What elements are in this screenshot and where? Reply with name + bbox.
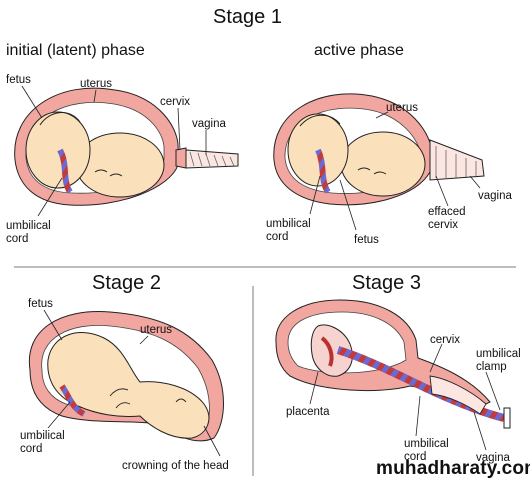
stage3-umbilical-cord-label: umbilical cord bbox=[404, 438, 449, 463]
active-cervix-vagina bbox=[429, 139, 485, 181]
latent-uterus-label: uterus bbox=[80, 78, 112, 90]
latent-umbilical-cord bbox=[57, 148, 73, 194]
latent-cervix-vagina bbox=[175, 147, 239, 169]
stage2-uterus-label: uterus bbox=[140, 324, 172, 336]
stage2-umbilical-cord bbox=[59, 384, 86, 417]
stage3-vagina bbox=[429, 375, 487, 415]
stage-3-title: Stage 3 bbox=[352, 272, 421, 294]
stage-1-title: Stage 1 bbox=[213, 6, 282, 28]
latent-phase-title: initial (latent) phase bbox=[6, 42, 145, 59]
active-umbilical-cord-label: umbilical cord bbox=[266, 218, 311, 243]
watermark-text: muhadharaty.com bbox=[376, 458, 530, 479]
stage2-crowning-label: crowning of the head bbox=[122, 460, 229, 472]
latent-fetus-label: fetus bbox=[6, 74, 31, 86]
active-uterus-label: uterus bbox=[386, 102, 418, 114]
stage3-placenta bbox=[310, 324, 353, 377]
stage3-placenta-label: placenta bbox=[286, 406, 330, 418]
active-umbilical-cord bbox=[315, 148, 331, 194]
active-phase-title: active phase bbox=[314, 42, 404, 59]
stage3-umbilical-clamp-label: umbilical clamp bbox=[476, 348, 521, 373]
latent-vagina-label: vagina bbox=[192, 118, 226, 130]
latent-cervix-label: cervix bbox=[160, 96, 191, 108]
vertical-divider bbox=[252, 286, 254, 476]
stage3-cervix-label: cervix bbox=[430, 334, 461, 346]
stage2-umbilical-cord-label: umbilical cord bbox=[20, 430, 65, 455]
stage3-vagina-label: vagina bbox=[476, 452, 510, 464]
active-vagina-label: vagina bbox=[478, 190, 512, 202]
active-fetus-label: fetus bbox=[354, 234, 379, 246]
stage2-fetus bbox=[47, 332, 210, 439]
latent-fetus bbox=[25, 111, 165, 198]
stage3-umbilical-clamp bbox=[503, 407, 511, 429]
leader-lines bbox=[21, 85, 501, 457]
stage-2-title: Stage 2 bbox=[92, 272, 161, 294]
latent-umbilical-cord-label: umbilical cord bbox=[6, 220, 51, 245]
stage2-fetus-label: fetus bbox=[28, 298, 53, 310]
horizontal-divider bbox=[14, 266, 516, 268]
active-effaced-cervix-label: effaced cervix bbox=[428, 206, 466, 231]
